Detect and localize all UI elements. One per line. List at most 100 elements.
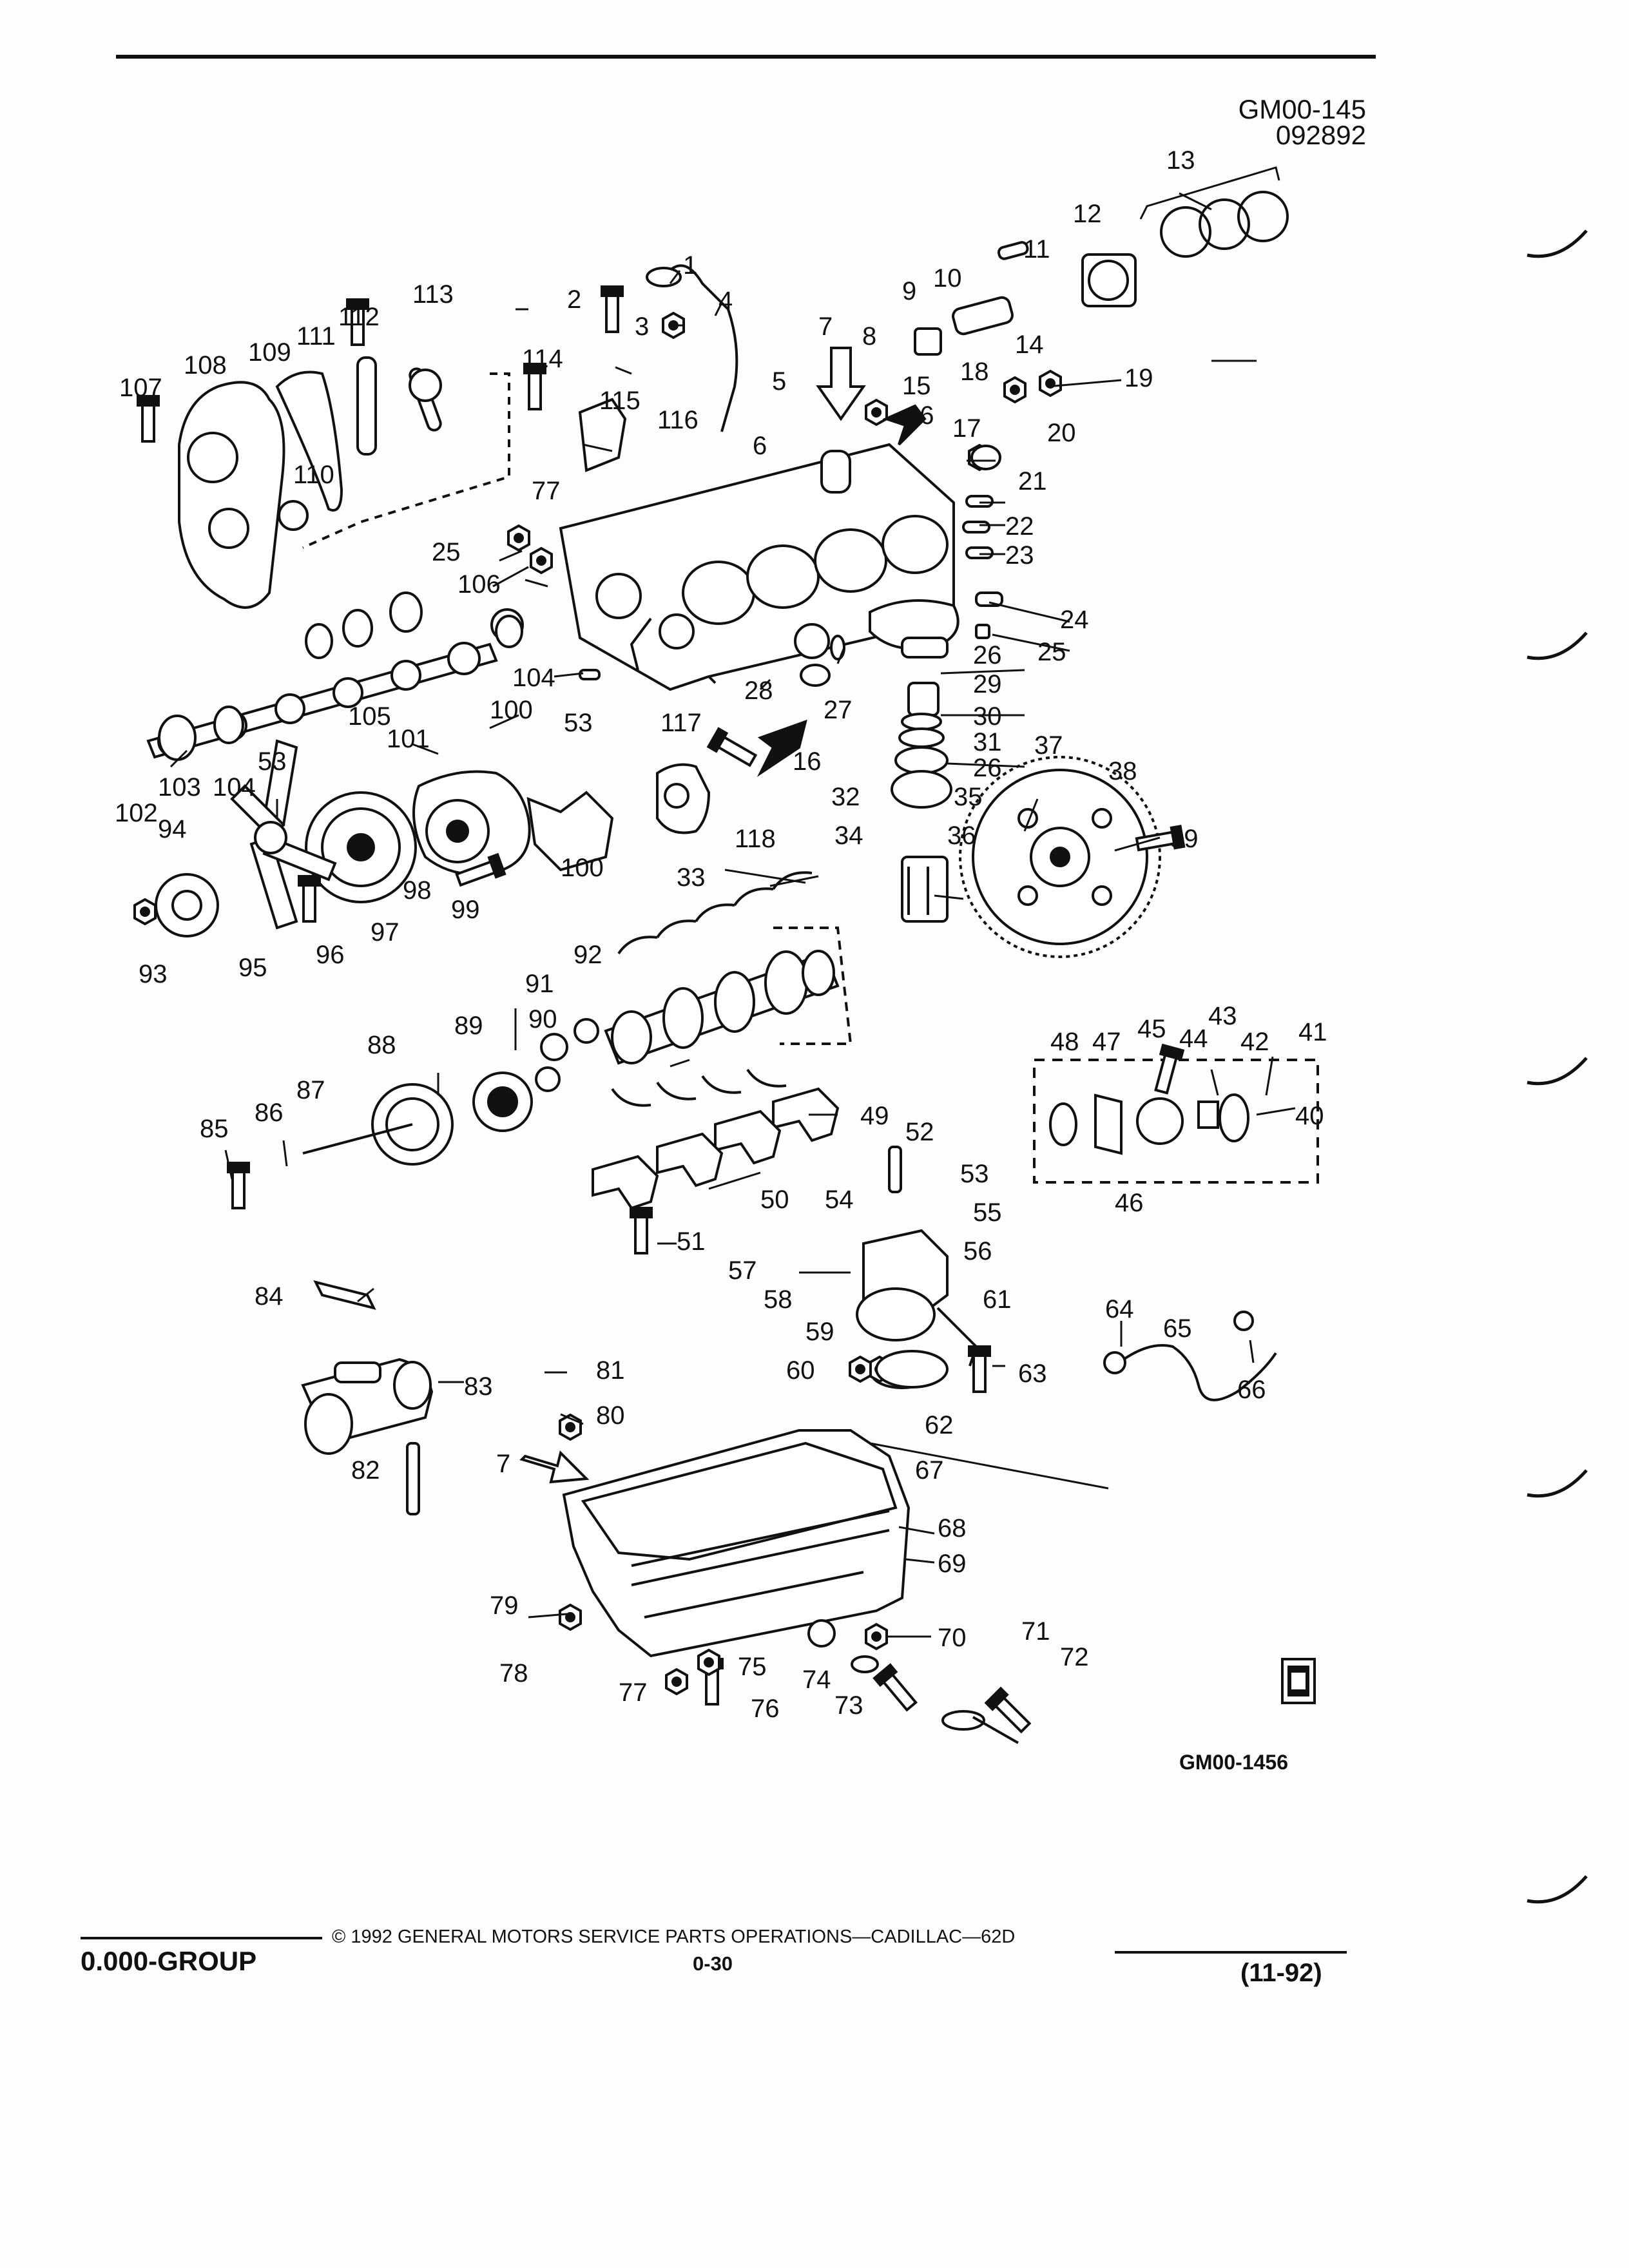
callout-19: 19 [1124,364,1153,392]
crankshaft [540,927,853,1065]
callout-10: 10 [933,264,962,293]
callout-33: 33 [677,863,706,892]
callout-56: 56 [963,1237,992,1265]
callout-66: 66 [1237,1376,1266,1404]
callout-63: 63 [1018,1360,1047,1388]
callout-77a: 77 [619,1678,648,1707]
oil-filter-group [891,637,952,923]
main-bearing-caps [592,1087,840,1210]
callout-72: 72 [1060,1643,1089,1671]
callout-118: 118 [735,825,776,853]
callout-13: 13 [1166,146,1195,175]
callout-100b: 100 [561,854,604,882]
callout-2: 2 [567,285,581,314]
callout-26a: 26 [973,641,1002,669]
callout-53a: 53 [960,1160,989,1188]
callout-104b: 104 [512,664,555,692]
callout-111: 111 [296,322,336,351]
callout-95: 95 [238,954,267,982]
callout-7b: 7 [496,1450,510,1478]
callout-37: 37 [1034,731,1063,760]
callout-32: 32 [831,783,860,811]
engine-parts-drawing [133,191,1319,1744]
callout-78: 78 [499,1659,528,1687]
callout-38: 38 [1108,757,1137,785]
callout-22: 22 [1005,512,1034,541]
arrow-16-upper [882,404,927,446]
callout-24: 24 [1060,606,1089,634]
callout-92: 92 [574,941,602,969]
callout-48: 48 [1050,1028,1079,1056]
callout-8: 8 [862,322,876,351]
callout-15: 15 [902,372,931,400]
callout-108: 108 [184,351,227,380]
callout-117: 117 [660,709,702,737]
callout-89: 89 [454,1012,483,1040]
callout-17: 17 [952,414,981,443]
callout-46: 46 [1115,1189,1144,1217]
callout-47: 47 [1092,1028,1121,1056]
callout-53c: 53 [258,747,287,776]
callout-106: 106 [458,570,501,599]
page-number: 0-30 [693,1952,733,1975]
callout-74: 74 [802,1666,831,1694]
callout-9: 9 [902,277,916,305]
callout-116: 116 [657,406,699,434]
callout-68: 68 [938,1514,967,1542]
vent-hose [1103,1311,1277,1401]
drawing-date-code: 092892 [1275,120,1366,150]
callout-93: 93 [139,960,168,988]
callout-105: 105 [348,702,391,731]
callout-87: 87 [296,1076,325,1104]
callout-25a: 25 [1037,638,1066,666]
callout-99: 99 [451,896,480,924]
callout-7: 7 [818,312,833,341]
callout-12: 12 [1073,200,1102,228]
lift-bracket [578,398,627,472]
callout-81: 81 [596,1356,625,1385]
callout-44: 44 [1179,1024,1208,1053]
callout-76: 76 [751,1695,780,1723]
callout-42: 42 [1240,1028,1269,1056]
callout-16a: 16 [905,401,934,430]
callout-30: 30 [973,702,1002,731]
callout-36: 36 [947,822,976,850]
piston-assembly [914,191,1289,356]
callout-34: 34 [834,822,863,850]
callout-104a: 104 [213,773,256,802]
callout-65: 65 [1163,1314,1192,1343]
callout-88: 88 [367,1031,396,1059]
callout-1: 1 [683,251,697,280]
callout-51: 51 [677,1227,706,1256]
callout-16b: 16 [793,747,822,776]
leader-lines [169,166,1296,1638]
callout-62: 62 [925,1411,954,1439]
callout-73: 73 [834,1691,863,1720]
callout-27: 27 [824,696,853,724]
callout-50: 50 [760,1186,789,1214]
callout-29: 29 [973,670,1002,698]
callout-102: 102 [115,799,158,827]
revision-date: (11-92) [1240,1959,1322,1987]
callout-54: 54 [825,1186,854,1214]
callout-114: 114 [522,345,563,373]
callout-60: 60 [786,1356,815,1385]
callout-97: 97 [371,918,400,947]
starter-motor [301,1280,434,1515]
callout-90: 90 [528,1005,557,1033]
orientation-arrows [519,347,927,1484]
callout-28: 28 [744,677,773,705]
callout-18: 18 [960,358,989,386]
rear-main-seal-group [1049,1093,1249,1155]
callout-45: 45 [1137,1015,1166,1043]
water-pump-and-fan [155,739,614,937]
callout-61: 61 [983,1285,1012,1314]
callout-52: 52 [905,1118,934,1146]
callout-3: 3 [635,312,649,341]
timing-cover-group [178,356,510,609]
callout-58: 58 [764,1285,793,1314]
callout-112: 112 [338,303,380,331]
callout-55: 55 [973,1198,1002,1227]
callout-6: 6 [753,432,767,460]
callout-20: 20 [1047,419,1076,447]
